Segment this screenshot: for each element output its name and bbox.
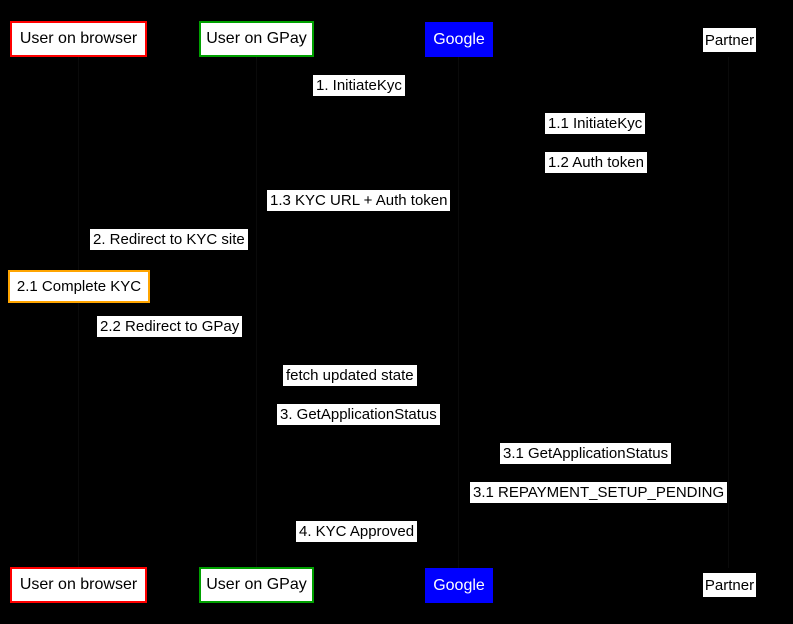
actor-user-on-gpay-bottom: User on GPay xyxy=(199,567,314,603)
message-3-get-application-status: 3. GetApplicationStatus xyxy=(277,404,440,425)
actor-label: Google xyxy=(433,576,485,594)
message-1-1-initiate-kyc: 1.1 InitiateKyc xyxy=(545,113,646,134)
action-2-1-complete-kyc: 2.1 Complete KYC xyxy=(8,270,150,303)
actor-google-top: Google xyxy=(425,22,493,57)
actor-label: User on GPay xyxy=(206,30,307,47)
message-fetch-updated-state: fetch updated state xyxy=(283,365,417,386)
message-1-3-kyc-url-auth-token: 1.3 KYC URL + Auth token xyxy=(267,190,451,211)
message-3-1-get-application-status: 3.1 GetApplicationStatus xyxy=(500,443,672,464)
actor-label: User on browser xyxy=(19,30,138,47)
lifeline-google xyxy=(458,57,459,568)
actor-label: Google xyxy=(433,30,485,48)
message-4-kyc-approved: 4. KYC Approved xyxy=(296,521,418,542)
lifeline-user-on-gpay xyxy=(256,57,257,568)
actor-label: Partner xyxy=(704,31,755,49)
actor-user-on-gpay-top: User on GPay xyxy=(199,21,314,57)
actor-partner-bottom: Partner xyxy=(703,573,756,597)
actor-user-on-browser-top: User on browser xyxy=(10,21,147,57)
message-1-2-auth-token: 1.2 Auth token xyxy=(545,152,647,173)
lifeline-user-on-browser xyxy=(78,57,79,568)
actor-partner-top: Partner xyxy=(703,28,756,52)
message-2-2-redirect-to-gpay: 2.2 Redirect to GPay xyxy=(97,316,243,337)
actor-user-on-browser-bottom: User on browser xyxy=(10,567,147,603)
actor-google-bottom: Google xyxy=(425,568,493,603)
lifeline-partner xyxy=(728,57,729,568)
message-initiate-kyc: 1. InitiateKyc xyxy=(313,75,405,96)
message-2-redirect-to-kyc-site: 2. Redirect to KYC site xyxy=(90,229,248,250)
action-label: 2.1 Complete KYC xyxy=(16,278,142,295)
actor-label: Partner xyxy=(704,576,755,594)
actor-label: User on GPay xyxy=(206,576,307,593)
actor-label: User on browser xyxy=(19,576,138,593)
message-3-1-repayment-setup-pending: 3.1 REPAYMENT_SETUP_PENDING xyxy=(470,482,728,503)
